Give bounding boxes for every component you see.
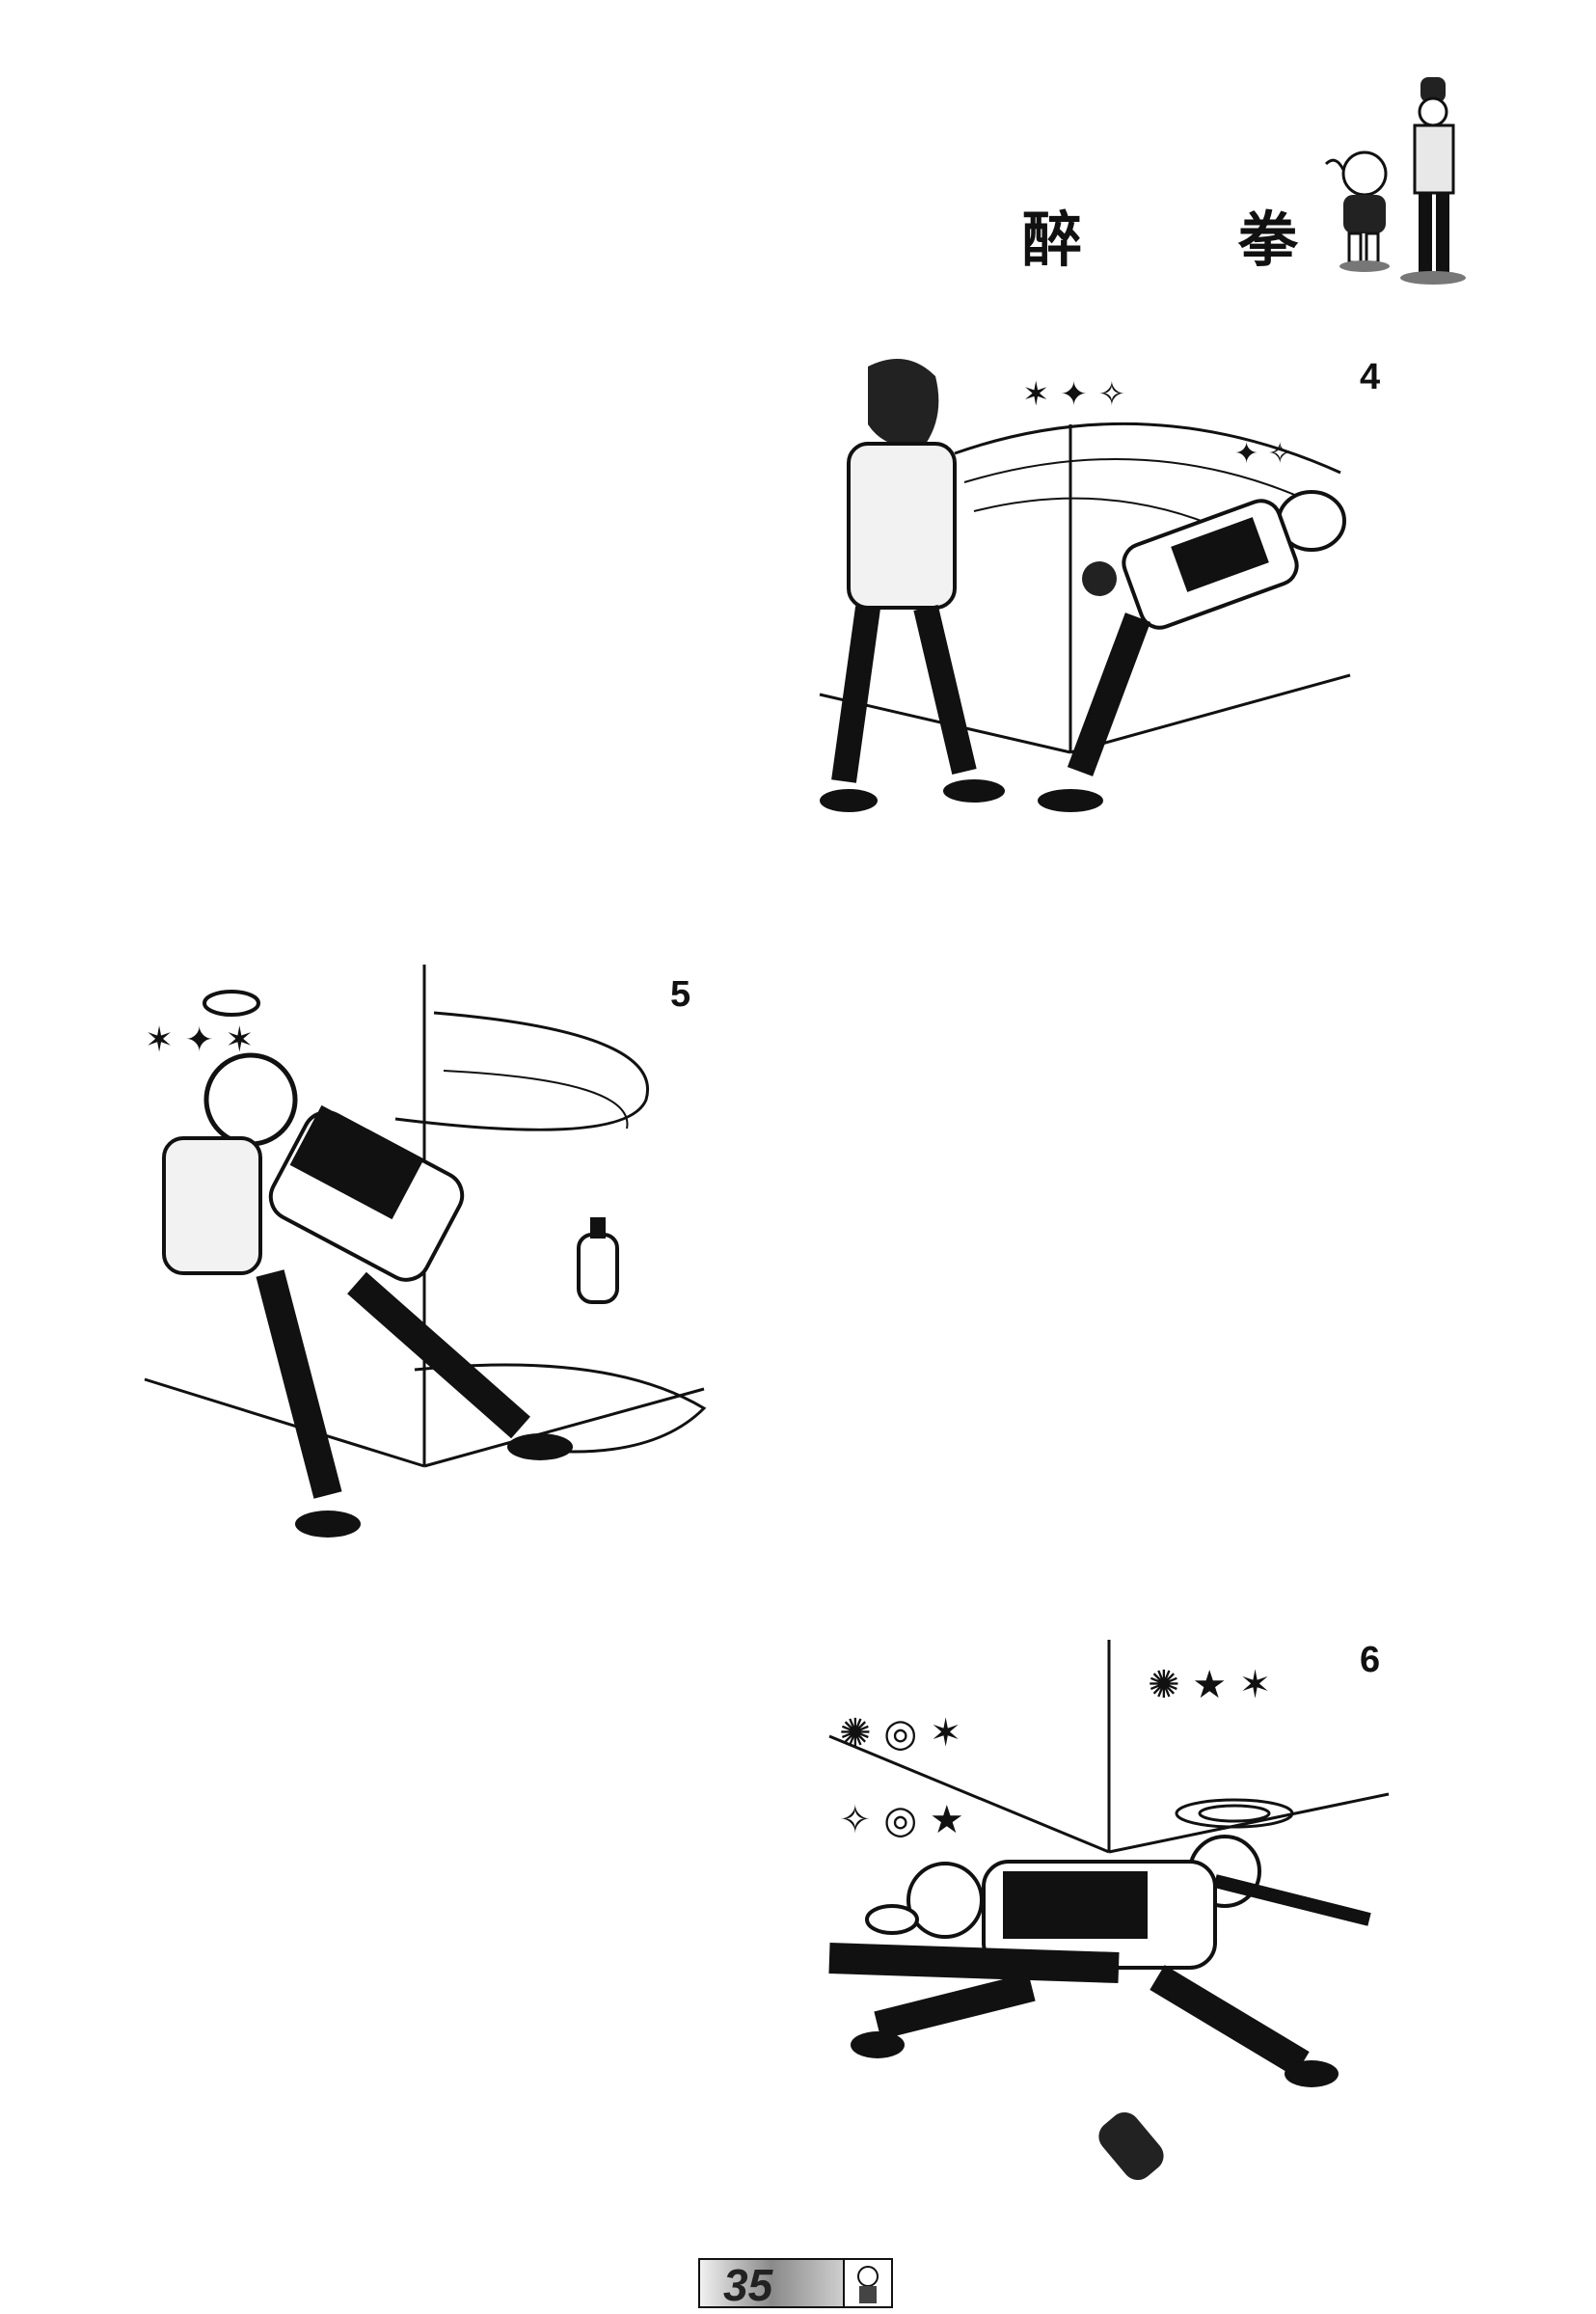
comic-panel-6: ✺ ◎ ✶ ✺ ★ ✶ ✧ ◎ ★ 6 [810,1640,1408,2199]
panel-number-6: 6 [1360,1640,1381,1680]
panel-5-illustration: ✶ ✦ ✶ [144,965,707,1538]
panel-number-4: 4 [1360,357,1381,397]
svg-text:✺ ★ ✶: ✺ ★ ✶ [1148,1663,1271,1707]
svg-text:✺ ◎ ✶: ✺ ◎ ✶ [839,1711,961,1756]
svg-text:✦ ✧: ✦ ✧ [1234,437,1292,471]
comic-panel-5: ✶ ✦ ✶ 5 [125,965,723,1563]
svg-text:✧ ◎ ★: ✧ ◎ ★ [839,1798,964,1842]
mascot-characters-icon [1324,77,1466,285]
panel-6-illustration: ✺ ◎ ✶ ✺ ★ ✶ ✧ ◎ ★ [828,1640,1390,2181]
footer-mascot-icon [857,2266,879,2303]
page-number-badge [698,2257,893,2309]
page-title: 醉 拳 [1022,204,1366,275]
svg-text:✶ ✦ ✶: ✶ ✦ ✶ [145,1021,254,1060]
svg-text:✶ ✦ ✧: ✶ ✦ ✧ [1022,375,1125,414]
panel-number-5: 5 [670,974,691,1015]
mascot-characters-illustration [1307,68,1480,289]
comic-panel-4: ✶ ✦ ✧ ✦ ✧ 4 [810,347,1408,868]
page-number: 35 [723,2260,773,2310]
panel-4-illustration: ✶ ✦ ✧ ✦ ✧ [819,359,1351,812]
